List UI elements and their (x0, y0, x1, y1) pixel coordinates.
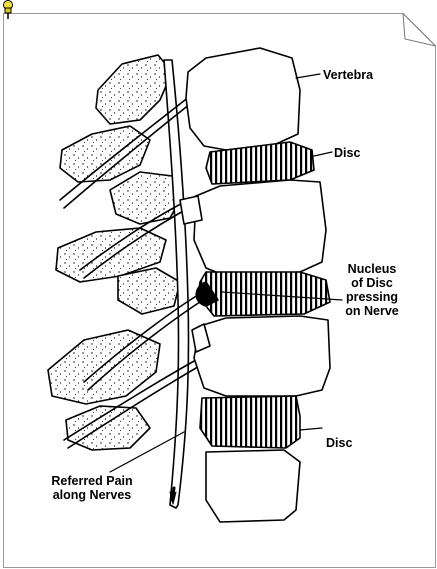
disc-lower (200, 396, 300, 448)
disc-herniated (198, 272, 330, 316)
label-referred-pain: Referred Pain along Nerves (36, 474, 148, 502)
label-nucleus-line-1: Nucleus (339, 262, 405, 276)
label-referred-pain-line-2: along Nerves (36, 488, 148, 502)
label-nucleus-line-3: pressing (339, 290, 405, 304)
label-disc-upper: Disc (334, 146, 360, 160)
vertebra-body-3 (194, 316, 330, 396)
label-nucleus-line-2: of Disc (339, 276, 405, 290)
vertebra-body-2 (194, 180, 326, 276)
vertebra-body-1 (186, 48, 300, 150)
leader-vertebra (296, 74, 320, 78)
label-referred-pain-line-1: Referred Pain (36, 474, 148, 488)
spinous-process-6 (48, 330, 160, 404)
vertebra-body-4 (206, 450, 300, 522)
label-vertebra: Vertebra (323, 68, 373, 82)
leader-disc-upper (314, 152, 332, 156)
label-nucleus-line-4: on Nerve (339, 304, 405, 318)
spinous-process-1 (96, 55, 172, 124)
spinous-process-3 (110, 172, 180, 224)
spinous-process-5 (118, 268, 180, 314)
leader-disc-lower (300, 428, 322, 430)
label-nucleus: Nucleus of Disc pressing on Nerve (339, 262, 405, 318)
label-disc-lower: Disc (326, 436, 352, 450)
